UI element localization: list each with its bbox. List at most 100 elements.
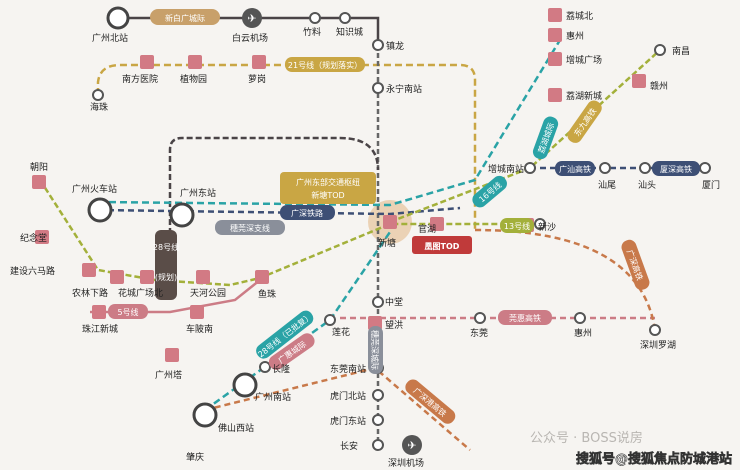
station-zengcheng-nan[interactable]	[524, 162, 536, 174]
name-huizhou: 惠州	[574, 327, 592, 339]
station-humen-dong[interactable]	[372, 414, 384, 426]
station-lianhua[interactable]	[324, 314, 336, 326]
line-label-pills: 新白广城际 21号线（规划落实） 广深铁路 穗莞深支线 13号线 广汕高铁 厦深…	[108, 9, 700, 325]
name-haizhu: 海珠	[90, 101, 108, 113]
station-dongguan[interactable]	[474, 312, 486, 324]
hub-gz-huochezhan[interactable]	[87, 197, 113, 223]
name-nanchang: 南昌	[672, 45, 690, 57]
metro-icon	[140, 270, 154, 284]
name-chaoyang: 朝阳	[30, 162, 48, 173]
line16-route	[97, 39, 562, 207]
station-yongningnan[interactable]	[372, 82, 384, 94]
watermark-brand: 公众号 · BOSS说房	[530, 430, 643, 446]
metro-icon	[188, 55, 202, 69]
label-line28: 28号线	[153, 242, 179, 252]
station-zhenlong[interactable]	[372, 39, 384, 51]
name-changan: 长安	[340, 440, 358, 452]
name-dongguan-nan: 东莞南站	[330, 363, 366, 375]
station-shanwei[interactable]	[599, 162, 611, 174]
watermark-footer: 搜狐号@搜狐焦点防城港站	[576, 451, 732, 467]
metro-icon	[35, 230, 49, 244]
station-xiamen[interactable]	[699, 162, 711, 174]
hub-foshan-xi[interactable]	[192, 402, 218, 428]
name-yongningnan: 永宁南站	[386, 83, 422, 95]
hub-gzbeizhan[interactable]	[106, 6, 130, 30]
line28-route	[168, 136, 380, 270]
label-gsr: 广深铁路	[291, 208, 323, 218]
name-lihu-xincheng: 荔湖新城	[566, 90, 602, 102]
name-shenzhen-luohu: 深圳罗湖	[640, 340, 676, 351]
title-block	[280, 172, 376, 204]
station-humen-bei[interactable]	[372, 389, 384, 401]
metro-icon	[632, 74, 646, 88]
name-nanfang-yiyuan: 南方医院	[122, 73, 158, 85]
station-zhuliao[interactable]	[309, 12, 321, 24]
metro-icon	[255, 270, 269, 284]
name-zhujiang: 珠江新城	[82, 323, 118, 335]
guangshen-route	[474, 228, 657, 331]
name-gz-nanzhan: 广州南站	[255, 391, 291, 403]
label-line28-sub: (规划)	[155, 272, 177, 282]
label-guangshen2-pill: 广深港高铁	[405, 379, 456, 424]
highlight-label: 凰图TOD	[425, 242, 460, 251]
name-shantou: 汕头	[638, 180, 656, 191]
name-ganzhou: 赣州	[650, 80, 668, 92]
metro-icon	[165, 348, 179, 362]
svg-text:✈: ✈	[407, 439, 416, 452]
station-changan[interactable]	[372, 439, 384, 451]
station-changlong[interactable]	[259, 361, 271, 373]
metro-icon	[32, 175, 46, 189]
metro-icon	[92, 305, 106, 319]
airport-icon	[402, 435, 422, 455]
station-huizhou[interactable]	[574, 312, 586, 324]
label-line5: 5号线	[117, 307, 138, 317]
label-guangshen2: 广深港高铁	[411, 385, 448, 418]
label-guangshan: 广汕高铁	[559, 164, 591, 174]
name-guanhu: 官湖	[418, 223, 436, 235]
name-zhiwuyuan: 植物园	[180, 73, 207, 85]
hub-gz-dongzhan[interactable]	[169, 202, 195, 228]
metro-icon	[548, 28, 562, 42]
name-shanwei: 汕尾	[598, 180, 616, 191]
station-shenzhen-luohu[interactable]	[649, 324, 661, 336]
station-shantou[interactable]	[639, 162, 651, 174]
name-humen-bei: 虎门北站	[330, 390, 366, 402]
hub-gz-nanzhan[interactable]	[232, 372, 258, 398]
label-suiguan-pill: 穗莞深城际	[368, 326, 383, 374]
title-line1: 广州东部交通枢纽	[296, 177, 360, 187]
name-dongguan: 东莞	[470, 327, 488, 339]
svg-text:✈: ✈	[247, 12, 256, 25]
label-dongjiu-pill: 东九高铁	[567, 100, 602, 143]
name-zengcheng-guangchang: 增城广场	[566, 54, 602, 66]
label-guanhui: 莞惠高铁	[509, 313, 541, 323]
metro-icon	[190, 305, 204, 319]
name-gz-dongzhan: 广州东站	[180, 187, 216, 199]
name-yuzhu: 鱼珠	[258, 288, 276, 300]
station-zhishicheng[interactable]	[339, 12, 351, 24]
name-xinsha: 新沙	[538, 221, 556, 233]
metro-icon	[548, 52, 562, 66]
name-foshan-xi: 佛山西站	[218, 422, 254, 434]
metro-icon	[548, 88, 562, 102]
station-nanchang[interactable]	[654, 44, 666, 56]
name-jianshe-liu: 建设六马路	[10, 265, 55, 277]
metro-icon	[196, 270, 210, 284]
name-jinian-tang: 纪念堂	[20, 232, 47, 244]
title-line2: 新塘TOD	[311, 190, 344, 200]
metro-icon	[140, 55, 154, 69]
metro-icon	[110, 270, 124, 284]
name-zhuliao: 竹料	[303, 26, 321, 38]
station-haizhu[interactable]	[92, 89, 104, 101]
station-xinsha[interactable]	[534, 218, 546, 230]
name-zengcheng-nan: 增城南站	[488, 163, 524, 175]
metro-icon	[430, 217, 444, 231]
name-zhaoqing: 肇庆	[186, 451, 204, 463]
name-huacheng: 花城广场北	[118, 287, 163, 299]
name-chepi: 车陂南	[186, 323, 213, 335]
highlight-pill	[412, 236, 472, 254]
name-zhongtang: 中堂	[385, 296, 403, 308]
name-xiamen: 厦门	[702, 179, 720, 191]
metro-icon	[383, 215, 397, 229]
metro-icon	[252, 55, 266, 69]
station-zhongtang[interactable]	[372, 296, 384, 308]
